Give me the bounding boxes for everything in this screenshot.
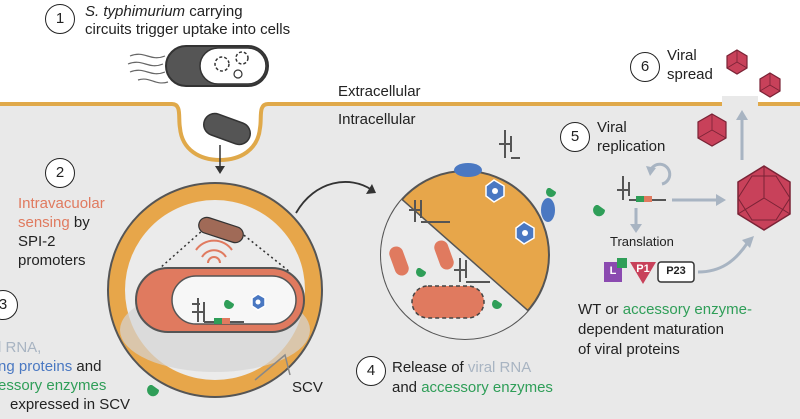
step-3-line4: expressed in SCV (10, 396, 131, 413)
maturation-line1: WT or accessory enzyme- (578, 301, 752, 318)
replication-scheme (593, 162, 754, 284)
step-1-line2: circuits trigger uptake into cells (85, 21, 291, 38)
vacuole-release (380, 130, 556, 340)
step-5-line1: Viral (597, 119, 627, 136)
step-4-badge: 4 (356, 356, 386, 386)
step-5-line2: replication (597, 138, 666, 155)
vacuole-scv (107, 182, 323, 398)
step-6-line1: Viral (667, 47, 697, 64)
intracellular-label: Intracellular (338, 111, 416, 128)
step-2-line1: Intravacuolar (18, 195, 105, 212)
bacterium-extracellular (127, 45, 269, 87)
step-2-line3: SPI-2 (18, 233, 56, 250)
translation-label: Translation (610, 234, 674, 249)
maturation-line2: dependent maturation (578, 321, 724, 338)
protein-tag-p23: P23 (666, 265, 686, 277)
bacterium-uptake (203, 112, 251, 174)
step-6-line2: spread (667, 66, 713, 83)
virus-capsid (736, 110, 791, 231)
protein-tag-l: L (609, 265, 617, 277)
scv-label: SCV (292, 379, 323, 396)
maturation-line3: of viral proteins (578, 341, 680, 358)
step-4-line1: Release of viral RNA (392, 359, 532, 376)
step-1-badge: 1 (45, 4, 75, 34)
step-3-line2: ng proteins and (0, 358, 102, 375)
protein-tag-p1: P1 (636, 263, 650, 275)
step-5-badge: 5 (560, 122, 590, 152)
step-3-line1: l RNA, (0, 339, 42, 356)
spreading-viruses (697, 49, 781, 147)
step-2-badge: 2 (45, 158, 75, 188)
step-3-line3: essory enzymes (0, 377, 107, 394)
step-2-line4: promoters (18, 252, 86, 269)
step-4-line2: and accessory enzymes (392, 379, 553, 396)
extracellular-label: Extracellular (338, 83, 421, 100)
step-6-badge: 6 (630, 52, 660, 82)
arrow-vacuole-to-release (295, 181, 376, 214)
step-1-line1: S. typhimurium carrying (85, 3, 243, 20)
step-2-line2: sensing by (18, 214, 90, 231)
